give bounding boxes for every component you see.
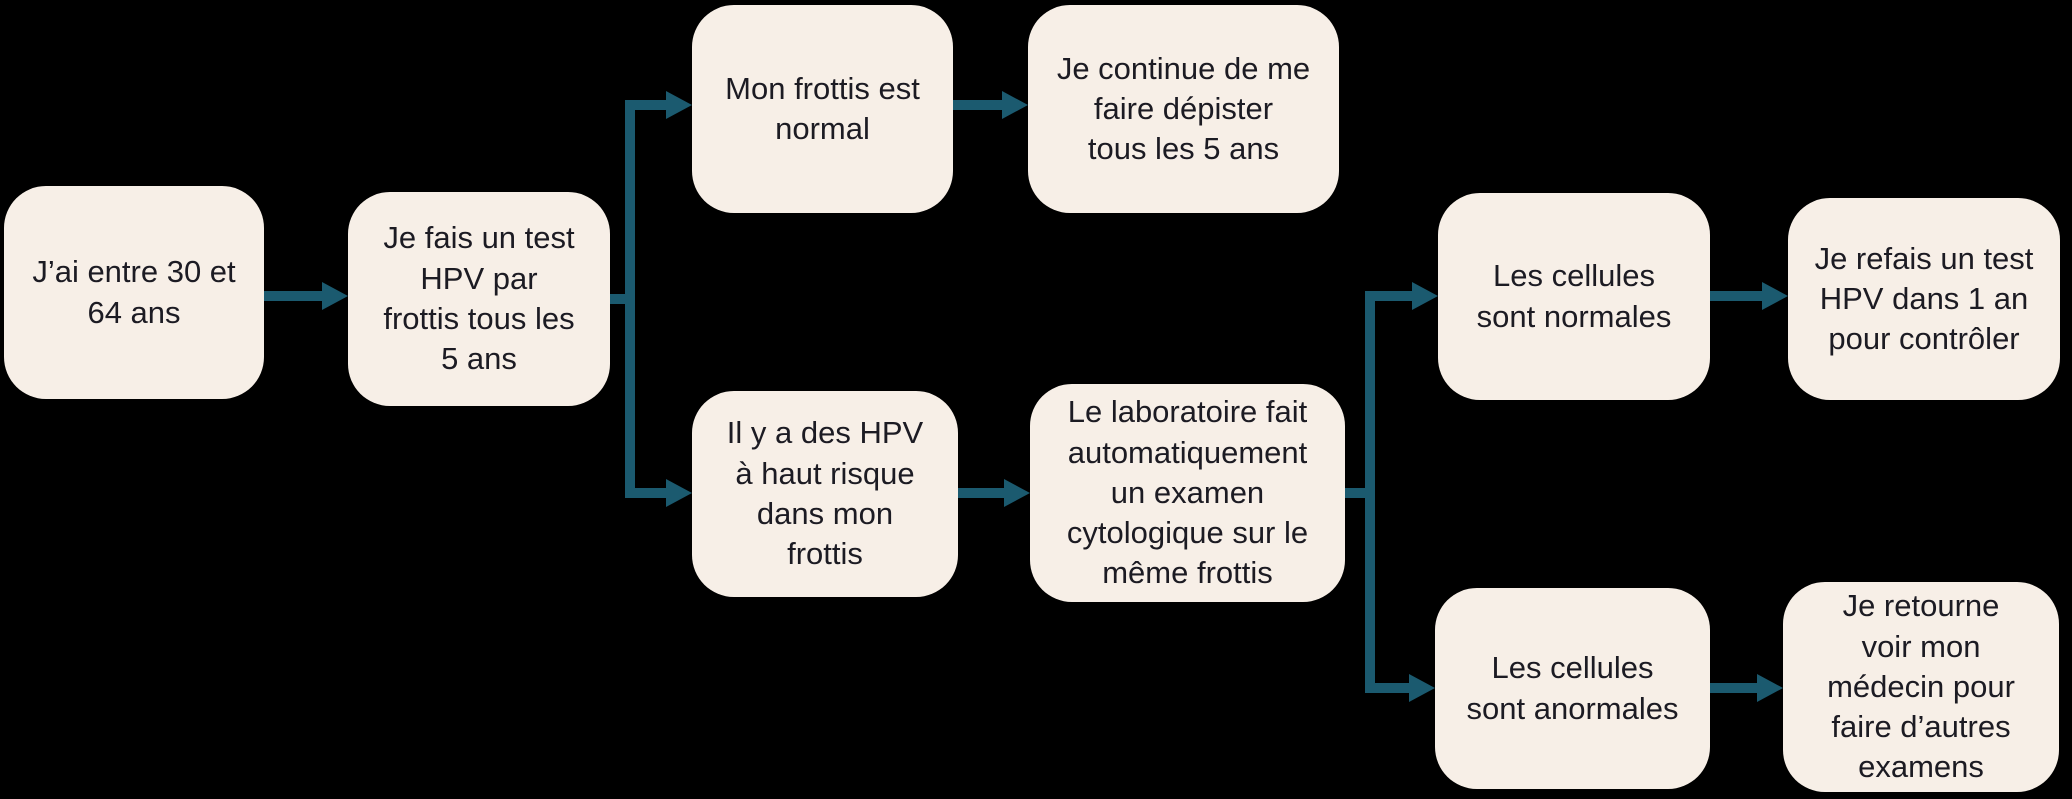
arrow-cellules-anormales-to-retour (1710, 674, 1783, 702)
node-hpv-haut-risque: Il y a des HPV à haut risque dans mon fr… (692, 391, 958, 597)
arrow-age-to-test (264, 282, 348, 310)
node-labo-cytologie: Le laboratoire fait automatiquement un e… (1030, 384, 1345, 602)
node-test-hpv-5-ans: Je fais un test HPV par frottis tous les… (348, 192, 610, 406)
node-retour-medecin: Je retourne voir mon médecin pour faire … (1783, 582, 2059, 792)
node-continue-depistage: Je continue de me faire dépister tous le… (1028, 5, 1339, 213)
branch-connector-test (610, 91, 692, 507)
branch-connector-labo (1345, 282, 1438, 702)
node-age-30-64: J’ai entre 30 et 64 ans (4, 186, 264, 399)
node-refais-test-1an: Je refais un test HPV dans 1 an pour con… (1788, 198, 2060, 400)
arrow-hpv-to-labo (958, 479, 1030, 507)
node-frottis-normal: Mon frottis est normal (692, 5, 953, 213)
node-cellules-anormales: Les cellules sont anormales (1435, 588, 1710, 789)
node-cellules-normales: Les cellules sont normales (1438, 193, 1710, 400)
arrow-frottis-normal-to-continue (953, 91, 1028, 119)
arrow-cellules-normales-to-refais (1710, 282, 1788, 310)
